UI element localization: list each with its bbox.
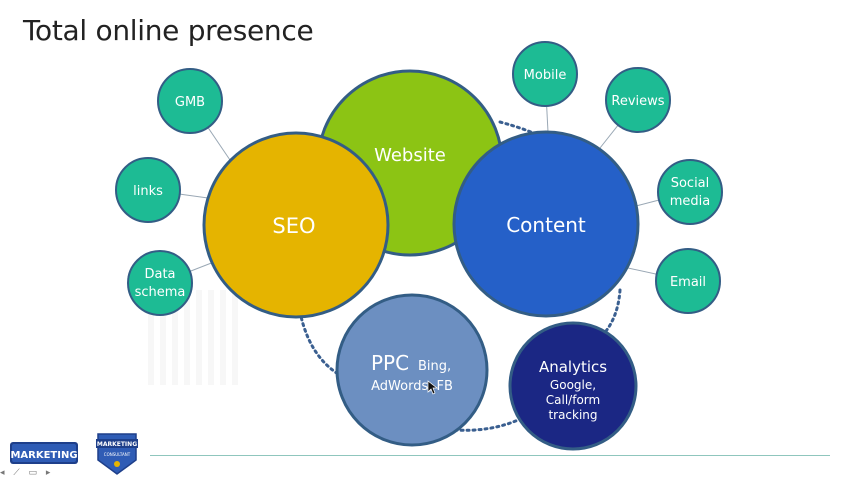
ppc-label: PPC — [371, 351, 409, 375]
slide-nav-icons: ◂ ⟋ ▭ ▸ — [0, 468, 54, 478]
content-label: Content — [506, 213, 586, 237]
analytics-google-label: Google, — [550, 378, 596, 392]
mobile-circle — [512, 41, 578, 107]
badge-text-1: MARKETING — [97, 441, 137, 448]
satellite-circles — [115, 41, 723, 316]
dotted-ppc-analytics — [453, 418, 520, 432]
consultant-badge-logo: MARKETING CONSULTANT — [94, 430, 140, 476]
footer-divider — [150, 455, 830, 456]
badge-star-icon — [114, 461, 120, 467]
email-circle — [655, 248, 721, 314]
brand-logo-graphic: MARKETING — [10, 442, 78, 464]
ppc-adwords-label: AdWords, FB — [371, 379, 453, 394]
ppc-bing-label: Bing, — [418, 359, 451, 374]
analytics-tracking-label: tracking — [548, 408, 597, 422]
consultant-badge-graphic: MARKETING CONSULTANT — [96, 433, 138, 475]
links-label: links — [133, 184, 163, 199]
website-label: Website — [374, 145, 446, 166]
data-schema-label-1: Data — [144, 267, 175, 282]
content-circle — [452, 130, 640, 318]
data-schema-circle — [127, 250, 193, 316]
badge-text-2: CONSULTANT — [104, 452, 131, 457]
brand-logo: MARKETING — [10, 438, 80, 468]
page-title: Total online presence — [23, 14, 314, 47]
analytics-callform-label: Call/form — [546, 393, 600, 407]
seo-label: SEO — [272, 214, 315, 238]
analytics-circle — [508, 321, 638, 451]
social-label-2: media — [670, 194, 711, 209]
social-media-circle — [657, 159, 723, 225]
gmb-circle — [157, 68, 223, 134]
analytics-title-label: Analytics — [539, 358, 607, 376]
mobile-label: Mobile — [524, 68, 567, 83]
seo-circle — [202, 131, 390, 319]
mouse-cursor-icon — [427, 380, 439, 395]
data-schema-label-2: schema — [135, 285, 186, 300]
reviews-label: Reviews — [611, 94, 664, 109]
ppc-circle — [335, 293, 489, 447]
reviews-circle — [605, 67, 671, 133]
links-circle — [115, 157, 181, 223]
social-label-1: Social — [671, 176, 710, 191]
gmb-label: GMB — [175, 95, 205, 110]
email-label: Email — [670, 275, 706, 290]
brand-logo-text: MARKETING — [10, 450, 77, 461]
